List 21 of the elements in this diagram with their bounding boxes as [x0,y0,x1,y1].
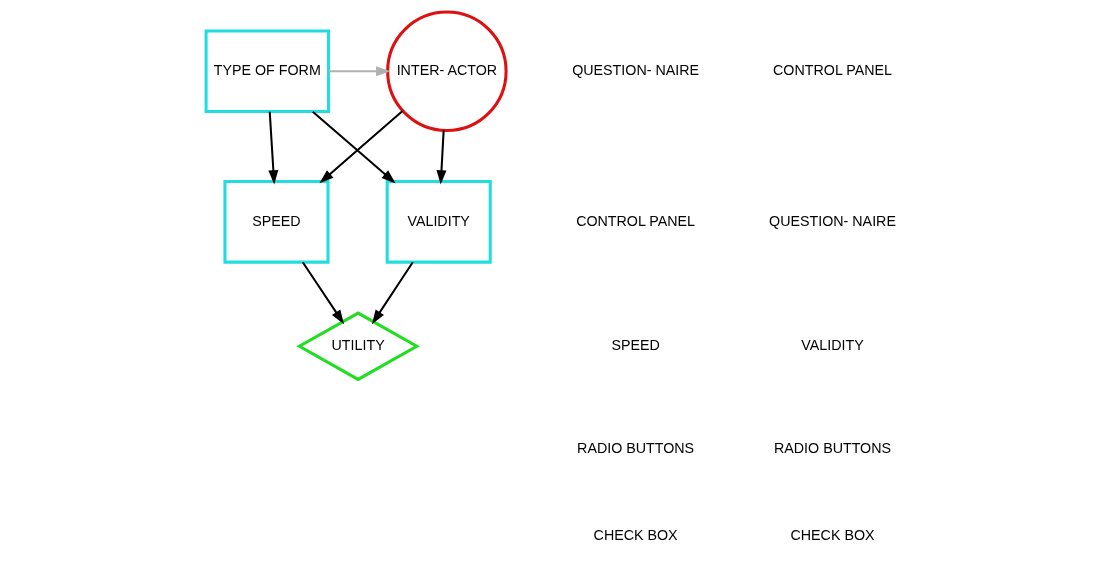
label: RADIO BUTTONS [577,439,695,456]
arrow [312,110,396,184]
label: QUESTION- NAIRE [769,212,896,229]
label: RADIO BUTTONS [774,439,892,456]
arrow [301,261,345,325]
node-circle: INTER- ACTOR [386,10,508,133]
arrow [268,111,279,185]
arrow [328,66,391,77]
node-box: SPEED [223,179,330,264]
arrow [436,130,447,185]
label: CHECK BOX [593,527,678,544]
node-box: TYPE OF FORM [204,29,331,114]
label: CONTROL PANEL [576,212,696,229]
label: CONTROL PANEL [773,62,892,79]
arrow [371,261,414,325]
label: CHECK BOX [790,527,875,544]
label: QUESTION- NAIRE [572,62,700,79]
node-box: VALIDITY [385,179,492,264]
arrow [319,110,404,184]
label: VALIDITY [801,337,864,354]
label: SPEED [611,337,660,354]
